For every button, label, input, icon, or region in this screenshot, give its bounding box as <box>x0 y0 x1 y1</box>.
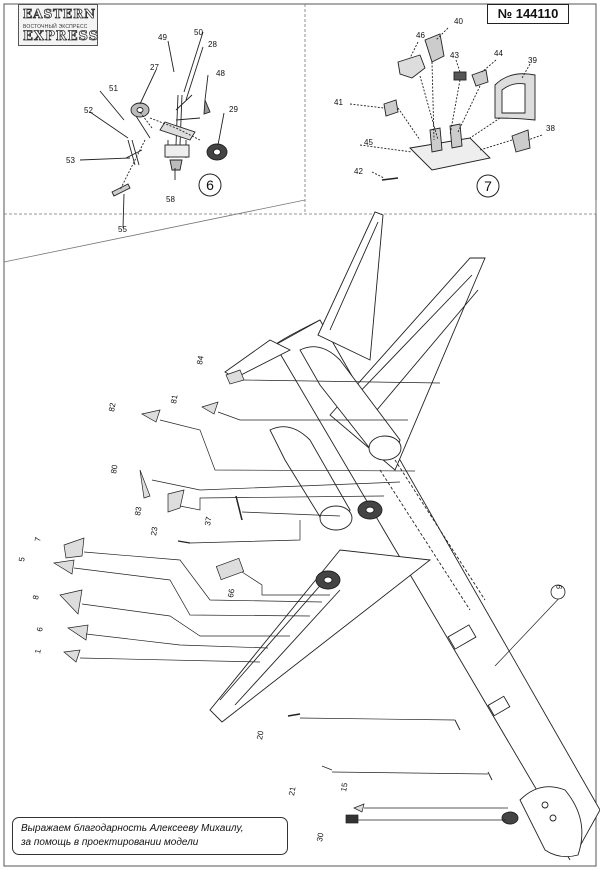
callout-40: 40 <box>454 17 463 26</box>
callout-1: 1 <box>33 648 43 654</box>
callout-52: 52 <box>84 106 93 115</box>
callout-8: 8 <box>31 594 41 600</box>
acknowledgement-box: Выражаем благодарность Алексееву Михаилу… <box>12 817 288 855</box>
callout-30: 30 <box>315 831 326 842</box>
logo-line-eastern: EASTERN <box>23 7 97 22</box>
kit-number-box: № 144110 <box>487 4 569 24</box>
callout-28: 28 <box>208 40 217 49</box>
step7-cockpit-diagram <box>349 27 543 181</box>
callout-66: 66 <box>226 587 237 598</box>
logo-line-subtitle: ВОСТОЧНЫЙ ЭКСПРЕСС <box>23 24 88 30</box>
callout-42: 42 <box>354 167 363 176</box>
main-parts-and-leaders <box>52 369 566 824</box>
callout-48: 48 <box>216 69 225 78</box>
callout-45: 45 <box>364 138 373 147</box>
callout-43: 43 <box>450 51 459 60</box>
callout-27: 27 <box>150 63 159 72</box>
callout-5: 5 <box>17 556 27 562</box>
step7-number-circle <box>476 174 500 198</box>
callout-39: 39 <box>528 56 537 65</box>
callout-84: 84 <box>195 354 206 365</box>
callout-9: 9 <box>555 583 565 589</box>
callout-51: 51 <box>109 84 118 93</box>
callout-49: 49 <box>158 33 167 42</box>
step6-number-circle <box>198 173 222 197</box>
callout-7: 7 <box>33 536 43 542</box>
callout-53: 53 <box>66 156 75 165</box>
sheet-border <box>3 3 597 867</box>
callout-44: 44 <box>494 49 503 58</box>
callout-6: 6 <box>35 626 45 632</box>
step7-callout-labels: 40 46 43 44 39 41 45 38 42 <box>334 17 555 176</box>
eastern-express-logo: EASTERN ВОСТОЧНЫЙ ЭКСПРЕСС EXPRESS <box>18 4 98 46</box>
callout-38: 38 <box>546 124 555 133</box>
callout-20: 20 <box>255 729 266 740</box>
callout-82: 82 <box>107 401 118 412</box>
acknowledgement-line-1: Выражаем благодарность Алексееву Михаилу… <box>21 823 244 834</box>
callout-80: 80 <box>109 463 120 474</box>
callout-46: 46 <box>416 31 425 40</box>
callout-50: 50 <box>194 28 203 37</box>
detail-callout-wedge <box>3 199 597 263</box>
callout-37: 37 <box>203 515 214 526</box>
step6-number: 6 <box>206 177 214 193</box>
step6-callout-labels: 49 50 28 27 48 51 52 29 53 58 55 <box>66 28 238 234</box>
callout-15: 15 <box>339 781 350 792</box>
callout-81: 81 <box>169 393 180 404</box>
callout-21: 21 <box>287 785 298 796</box>
acknowledgement-line-2: за помощь в проектировании модели <box>21 837 199 848</box>
callout-83: 83 <box>133 505 144 516</box>
callout-58: 58 <box>166 195 175 204</box>
callout-29: 29 <box>229 105 238 114</box>
step7-number: 7 <box>484 178 492 194</box>
callout-23: 23 <box>149 525 160 536</box>
callout-55: 55 <box>118 225 127 234</box>
callout-9-circle <box>550 584 566 600</box>
callout-41: 41 <box>334 98 343 107</box>
aircraft-underside-diagram <box>209 211 600 861</box>
main-callout-labels: 84 82 81 80 83 37 23 7 5 66 8 6 1 9 20 2… <box>17 354 566 842</box>
step6-landing-gear-diagram <box>79 31 228 229</box>
logo-line-express: EXPRESS <box>23 29 99 45</box>
